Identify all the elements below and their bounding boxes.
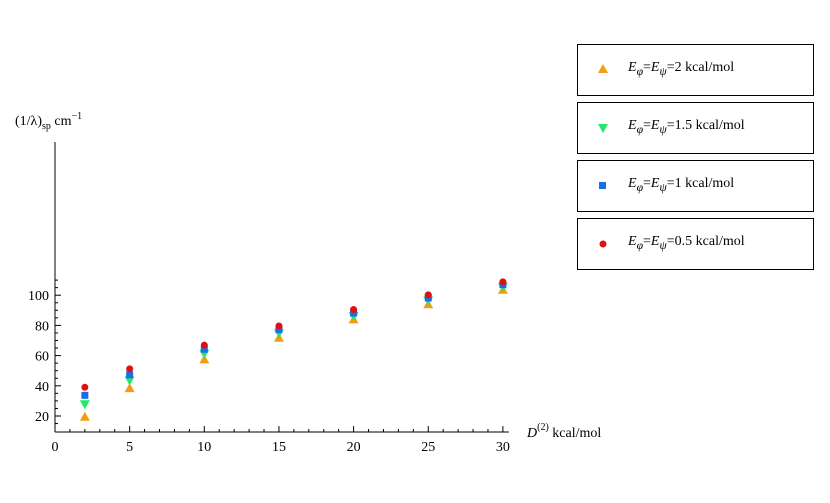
data-point-series-1 <box>79 400 90 410</box>
y-tick-label: 60 <box>35 350 49 365</box>
x-tick-label: 10 <box>197 440 211 455</box>
legend-marker-icon <box>598 124 608 133</box>
x-tick-label: 30 <box>496 440 510 455</box>
data-point-series-0 <box>124 383 135 393</box>
legend-entry: Eφ=Eψ=2 kcal/mol <box>577 44 814 96</box>
x-tick-label: 15 <box>272 440 286 455</box>
y-tick-label: 40 <box>35 380 49 395</box>
data-point-series-2 <box>275 326 283 334</box>
data-point-series-0 <box>199 354 210 364</box>
x-tick-label: 25 <box>421 440 435 455</box>
data-point-series-3 <box>499 278 507 286</box>
legend-entry: Eφ=Eψ=0.5 kcal/mol <box>577 218 814 270</box>
legend-marker-icon <box>599 240 607 248</box>
data-point-series-2 <box>200 345 208 353</box>
legend-marker-icon <box>598 64 608 73</box>
data-point-series-3 <box>126 365 134 373</box>
x-axis-label: D(2) kcal/mol <box>526 422 601 441</box>
data-point-series-3 <box>200 341 208 349</box>
x-tick-label: 20 <box>347 440 361 455</box>
y-tick-label: 80 <box>35 319 49 334</box>
data-point-series-0 <box>79 411 90 421</box>
legend-label: Eφ=Eψ=0.5 kcal/mol <box>628 234 745 252</box>
data-point-series-1 <box>124 376 135 386</box>
data-point-series-2 <box>126 371 134 379</box>
data-point-series-3 <box>350 306 358 314</box>
x-tick-label: 0 <box>52 440 59 455</box>
y-tick-label: 100 <box>28 289 49 304</box>
y-axis-label: (1/λ)sp cm−1 <box>15 111 82 132</box>
x-tick-label: 5 <box>126 440 133 455</box>
data-point-series-3 <box>424 291 432 299</box>
legend-entry: Eφ=Eψ=1 kcal/mol <box>577 160 814 212</box>
data-point-series-3 <box>81 383 89 391</box>
legend-entry: Eφ=Eψ=1.5 kcal/mol <box>577 102 814 154</box>
data-point-series-2 <box>81 391 89 399</box>
legend-label: Eφ=Eψ=2 kcal/mol <box>628 60 735 78</box>
legend-label: Eφ=Eψ=1 kcal/mol <box>628 176 735 194</box>
data-point-series-3 <box>275 322 283 330</box>
legend-label: Eφ=Eψ=1.5 kcal/mol <box>628 118 745 136</box>
legend-marker-icon <box>599 182 606 189</box>
y-tick-label: 20 <box>35 410 49 425</box>
